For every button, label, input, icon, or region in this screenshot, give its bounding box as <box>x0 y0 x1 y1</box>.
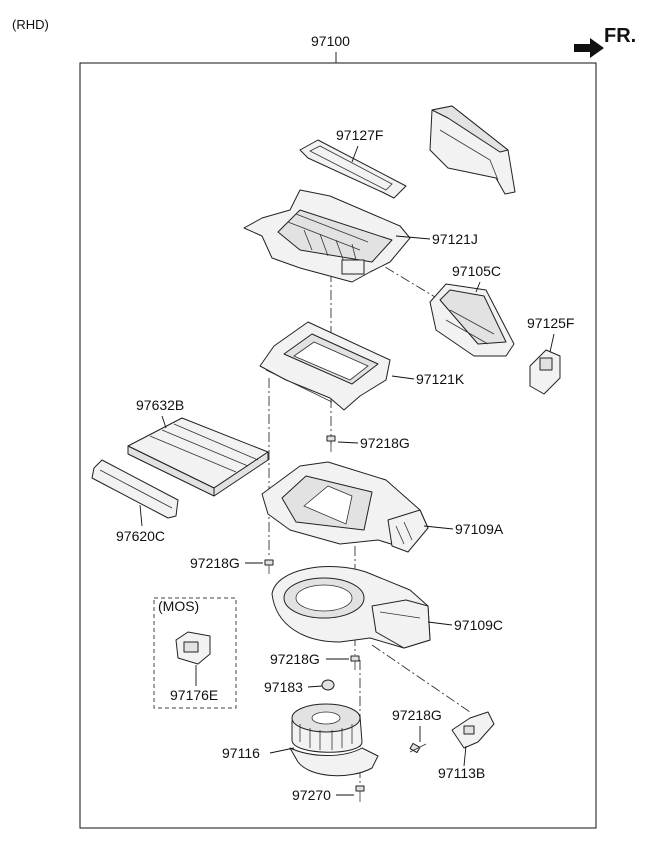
part-label-97632B: 97632B <box>136 397 184 413</box>
part-label-97127F: 97127F <box>336 127 383 143</box>
part-label-97218G-c: 97218G <box>270 651 320 667</box>
filter-cover-97620C <box>91 459 179 519</box>
assembly-number: 97100 <box>311 33 350 49</box>
assembly-frame <box>79 62 597 829</box>
front-direction-arrow-icon <box>574 38 604 58</box>
screw-icon <box>326 435 336 452</box>
part-label-97218G-d: 97218G <box>392 707 442 723</box>
screw-icon <box>355 785 365 802</box>
part-label-97109A: 97109A <box>455 521 504 537</box>
gasket-97127F <box>299 139 407 199</box>
lower-case-97109C <box>271 566 431 649</box>
resistor-97113B <box>451 711 495 749</box>
part-label-97125F: 97125F <box>527 315 574 331</box>
intake-case-97121J <box>243 189 411 283</box>
screw-icon <box>350 655 360 670</box>
option-label: (MOS) <box>158 598 199 614</box>
clip-97183 <box>321 679 335 691</box>
part-label-97105C: 97105C <box>452 263 501 279</box>
part-label-97270: 97270 <box>292 787 331 803</box>
part-label-97121K: 97121K <box>416 371 465 387</box>
part-label-97620C: 97620C <box>116 528 165 544</box>
direction-label: FR. <box>604 25 636 47</box>
blower-motor-97116 <box>289 703 379 777</box>
part-label-97113B: 97113B <box>438 765 485 781</box>
part-label-97218G-a: 97218G <box>360 435 410 451</box>
connector-97125F <box>529 349 561 395</box>
part-label-97121J: 97121J <box>432 231 478 247</box>
air-duct-part <box>429 105 516 195</box>
upper-case-97109A <box>261 461 429 553</box>
part-label-97183: 97183 <box>264 679 303 695</box>
screw-icon <box>409 742 427 754</box>
resistor-97176E <box>175 631 211 665</box>
part-label-97116: 97116 <box>222 745 260 761</box>
cabin-filter-97632B <box>127 417 269 497</box>
filter-frame-97121K <box>259 321 391 411</box>
part-label-97218G-b: 97218G <box>190 555 240 571</box>
variant-label: (RHD) <box>12 17 49 32</box>
mos-option-box <box>153 597 237 709</box>
part-label-97109C: 97109C <box>454 617 503 633</box>
part-label-97176E: 97176E <box>170 687 218 703</box>
actuator-97105C <box>429 283 515 357</box>
screw-icon <box>264 559 274 574</box>
